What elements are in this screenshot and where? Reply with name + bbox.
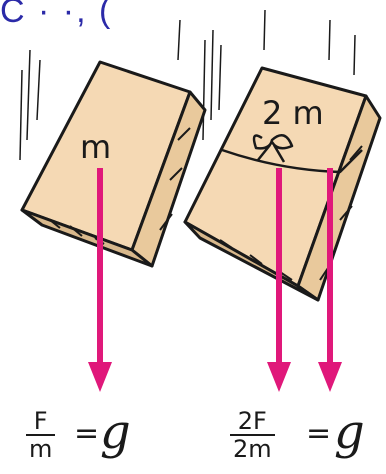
gravity-left: g	[100, 404, 131, 460]
denominator-left: m	[29, 435, 53, 463]
numerator-right: 2F	[230, 408, 275, 436]
denominator-right: 2m	[233, 435, 272, 463]
force-arrow-right-2	[318, 168, 342, 392]
motion-lines-right	[202, 9, 356, 141]
left-mass-label: m	[80, 128, 111, 166]
header-fragment: C · ·, (	[0, 0, 113, 30]
gravity-right: g	[334, 404, 365, 460]
equals-right: =	[306, 416, 332, 451]
force-arrow-right-1	[267, 168, 291, 392]
right-box-bottom	[183, 220, 320, 302]
force-arrow-left	[88, 168, 112, 392]
fraction-left: F m	[26, 408, 56, 463]
numerator-left: F	[26, 408, 56, 436]
right-box	[183, 66, 382, 302]
fraction-right: 2F 2m	[230, 408, 275, 462]
equation-left: F m = g	[18, 400, 168, 470]
left-box	[20, 60, 207, 268]
string	[221, 148, 363, 174]
motion-lines-left	[19, 19, 181, 161]
right-mass-label: 2 m	[262, 94, 324, 132]
equals-left: =	[74, 416, 100, 451]
string-bow	[252, 133, 294, 163]
equation-right: 2F 2m = g	[230, 400, 386, 470]
